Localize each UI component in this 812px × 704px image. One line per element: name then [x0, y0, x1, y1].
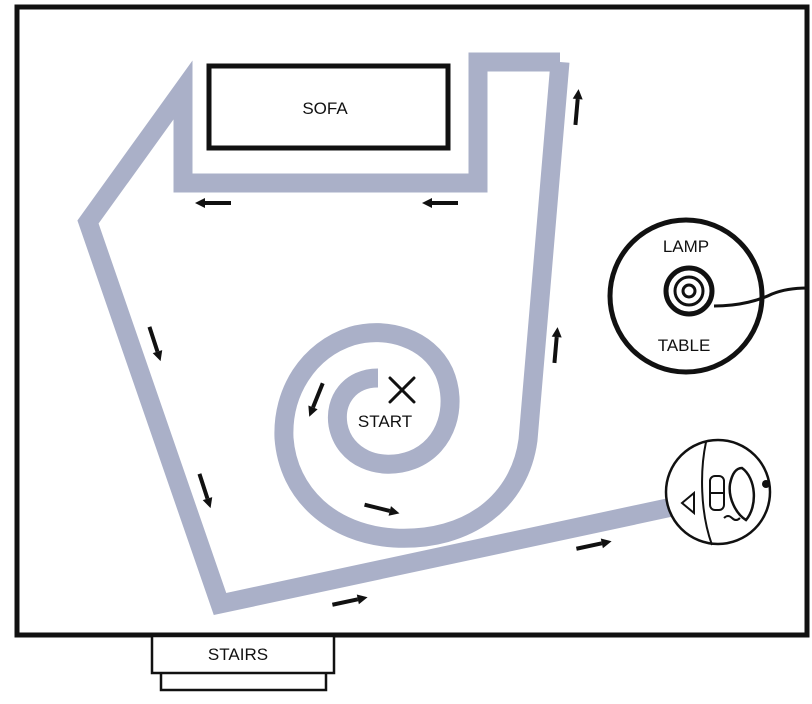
robot-handle	[728, 466, 755, 522]
start-label: START	[358, 412, 412, 431]
arrow-icon	[331, 594, 368, 607]
stairs: STAIRS	[150, 634, 336, 692]
robot-bumper	[701, 441, 713, 546]
direction-arrows	[147, 89, 612, 607]
spiral-path-segment	[274, 61, 570, 548]
arrow-icon	[147, 326, 163, 362]
sofa-label: SOFA	[302, 99, 348, 118]
arrow-icon	[572, 89, 583, 126]
robot-play-icon	[680, 490, 695, 516]
stairs-label: STAIRS	[208, 645, 268, 664]
lamp-table: LAMP TABLE	[607, 217, 808, 375]
stairs-step-upper	[150, 634, 336, 675]
table-label: TABLE	[658, 336, 711, 355]
x-mark-icon	[388, 376, 416, 404]
arrow-icon	[364, 502, 400, 516]
lamp-center-icon	[681, 283, 697, 299]
outer-loop-path-segment	[77, 52, 674, 616]
sofa-shape	[206, 63, 451, 151]
lamp-label: LAMP	[663, 237, 709, 256]
arrow-icon	[308, 382, 325, 417]
cleaning-path	[77, 52, 674, 616]
arrow-icon	[197, 473, 213, 509]
arrow-icon	[575, 538, 612, 551]
arrow-icon	[422, 198, 458, 208]
robot-brand-mark	[723, 515, 741, 521]
lamp-cord	[713, 286, 808, 308]
arrow-icon	[195, 198, 231, 208]
robot-sensor-icon	[762, 480, 770, 488]
arrow-icon	[551, 327, 562, 364]
robot-vacuum-icon	[664, 438, 772, 546]
